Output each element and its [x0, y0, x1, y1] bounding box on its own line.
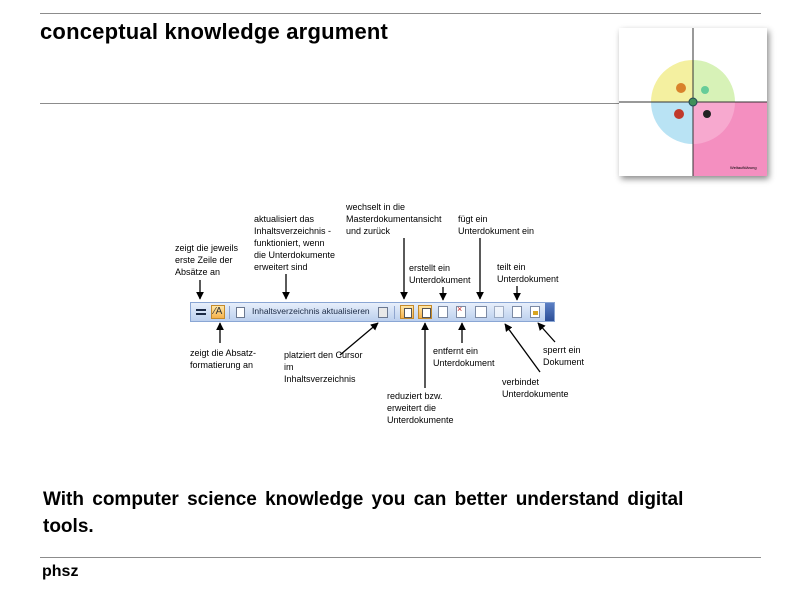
update-toc-button[interactable]: Inhaltsverzeichnis aktualisieren: [252, 306, 370, 316]
ann-split-sub: teilt ein Unterdokument: [497, 262, 559, 284]
footer-label: phsz: [42, 563, 79, 580]
toolbar-separator: [394, 306, 395, 319]
expand-subdocuments-button[interactable]: [418, 305, 432, 319]
top-rule: [40, 13, 761, 14]
outline-toolbar: ⁄A Inhaltsverzeichnis aktualisieren ×: [190, 302, 555, 322]
remove-icon: ×: [457, 304, 463, 314]
arrow-merge-sub: [504, 323, 541, 373]
figure-icon: [701, 86, 709, 94]
center-globe-icon: [688, 97, 698, 107]
ann-lock-doc: sperrt ein Dokument: [543, 345, 585, 367]
arrow-lock-doc: [537, 322, 556, 343]
merge-subdocuments-button[interactable]: [494, 306, 504, 318]
ann-first-line: zeigt die jeweils erste Zeile der Absätz…: [175, 243, 239, 277]
show-first-line-button[interactable]: [194, 305, 208, 319]
quadrant-graphic: [619, 28, 767, 176]
ann-merge-sub: verbindet Unterdokumente: [502, 377, 569, 399]
title-rule: [40, 103, 761, 104]
create-subdocument-button[interactable]: [438, 306, 448, 318]
dog-icon: [703, 110, 711, 118]
master-document-view-button[interactable]: [400, 305, 414, 319]
ann-collapse-expand: reduziert bzw. erweitert die Unterdokume…: [387, 391, 454, 425]
body-text: With computer science knowledge you can …: [43, 489, 684, 537]
split-subdocument-button[interactable]: [512, 306, 522, 318]
show-formatting-button[interactable]: ⁄A: [211, 305, 225, 319]
remove-subdocument-button[interactable]: ×: [456, 304, 466, 318]
goto-toc-button[interactable]: [378, 307, 388, 318]
quadrant-label: Weltaufklärung: [730, 165, 757, 170]
quadrant-diagram: Weltaufklärung: [619, 28, 767, 176]
lock-icon: [533, 311, 538, 315]
formatting-icon: ⁄A: [214, 306, 223, 317]
ann-insert-sub: fügt ein Unterdokument ein: [458, 214, 535, 236]
slide-title: conceptual knowledge argument: [40, 19, 389, 44]
toolbar-options-button[interactable]: [545, 303, 554, 321]
update-toc-icon: [236, 307, 245, 318]
ann-remove-sub: entfernt ein Unterdokument: [433, 346, 495, 368]
toolbar-separator: [229, 306, 230, 319]
splash-icon: [674, 109, 684, 119]
ann-update-toc: aktualisiert das Inhaltsverzeichnis - fu…: [254, 214, 336, 272]
ann-master-view: wechselt in die Masterdokumentansicht un…: [346, 202, 442, 236]
insert-subdocument-button[interactable]: [475, 306, 487, 318]
ann-formatting: zeigt die Absatz-formatierung an: [190, 348, 257, 370]
footer-rule: [40, 557, 761, 558]
ann-create-sub: erstellt ein Unterdokument: [409, 263, 471, 285]
gear-icon: [676, 83, 686, 93]
arrow-cursor-toc: [339, 322, 379, 356]
lock-document-button[interactable]: [530, 306, 540, 318]
ann-cursor-toc: platziert den Cursor im Inhaltsverzeichn…: [284, 350, 363, 384]
